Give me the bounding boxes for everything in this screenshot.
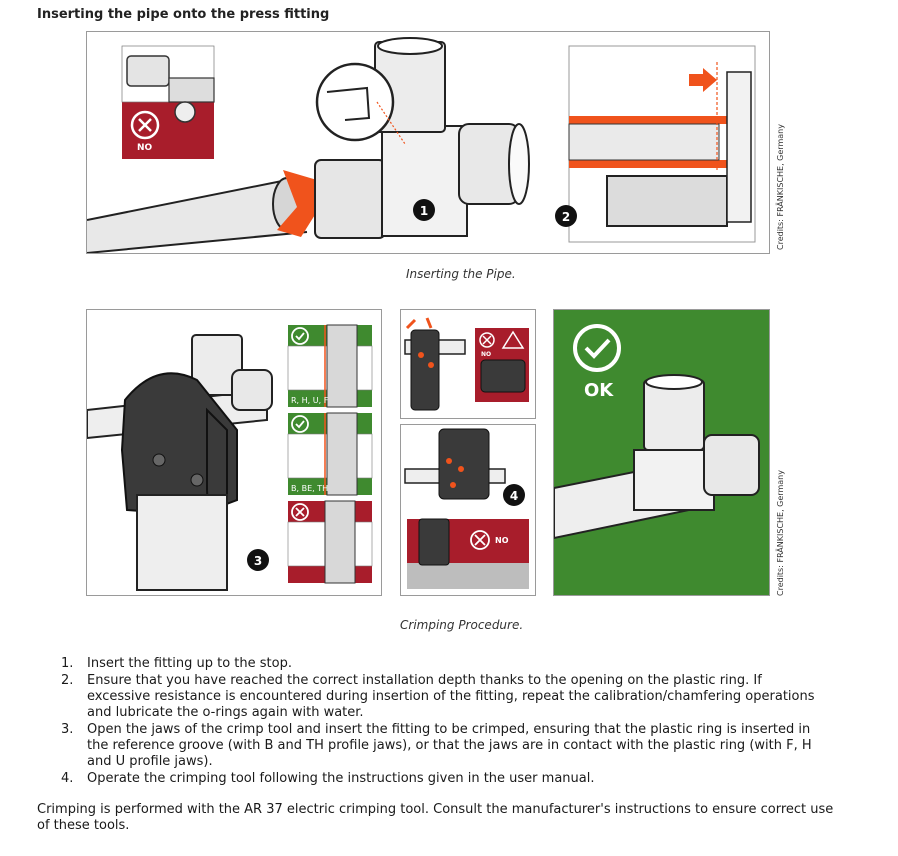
step-badge-1: 1	[420, 204, 428, 218]
cross-section-diagram	[568, 45, 756, 243]
crimp-tool-panel: 3 OK R, H, U, F OK B, BE, TH	[86, 309, 382, 596]
crimp-tool-illustration: 3 OK R, H, U, F OK B, BE, TH	[87, 324, 373, 591]
credits-figure1: Credits: FRÄNKISCHE, Germany	[776, 124, 785, 250]
figure1-caption: Inserting the Pipe.	[406, 267, 516, 281]
ok-result-panel: OK	[553, 309, 770, 596]
closing-paragraph: Crimping is performed with the AR 37 ele…	[37, 802, 834, 833]
ok-label: OK	[584, 380, 614, 401]
warning-icon	[501, 330, 525, 349]
jaw-closing-illustration: 4 NO	[404, 428, 529, 589]
ok-result-illustration	[554, 324, 760, 540]
section-heading: Inserting the pipe onto the press fittin…	[37, 7, 330, 22]
step-badge-3: 3	[254, 554, 262, 568]
jaw-profile-label-1: R, H, U, F	[291, 396, 329, 405]
tool-warning-illustration: NO	[404, 317, 529, 411]
no-label: NO	[137, 143, 153, 153]
tool-no-label: NO	[481, 351, 491, 358]
list-item: 3.Open the jaws of the crimp tool and in…	[61, 722, 812, 769]
check-icon	[573, 324, 621, 372]
figure2-caption: Crimping Procedure.	[400, 618, 524, 632]
list-item: 1.Insert the fitting up to the stop.	[61, 656, 292, 671]
jaw-closing-panel: 4 NO	[400, 424, 536, 596]
credits-figure2: Credits: FRÄNKISCHE, Germany	[776, 470, 785, 596]
steps-list: 1.Insert the fitting up to the stop. 2.E…	[37, 656, 827, 788]
jaw-profile-ok-1: OK R, H, U, F	[287, 324, 373, 408]
pipe-drawing	[87, 170, 323, 253]
step-badge-4: 4	[510, 489, 518, 503]
list-item: 2.Ensure that you have reached the corre…	[61, 673, 815, 720]
magnifier-detail	[315, 62, 406, 145]
list-item: 4.Operate the crimping tool following th…	[61, 771, 595, 786]
pipe-insertion-illustration: NO 1	[87, 37, 756, 253]
jaw-profile-ok-2: OK B, BE, TH	[287, 412, 373, 496]
insertion-arrow	[277, 170, 323, 237]
depth-arrow	[689, 68, 717, 92]
jaw-ok-label-1: OK	[293, 348, 302, 354]
pipe-insertion-figure: NO 1	[86, 31, 770, 254]
jaw-profile-no: NO	[287, 500, 373, 584]
jaw-ok-label-2: OK	[293, 436, 302, 442]
tool-warning-panel: NO	[400, 309, 536, 419]
lubricant-no-inset: NO	[121, 45, 215, 159]
closing-no-label: NO	[495, 536, 509, 545]
jaw-no-label: NO	[293, 524, 301, 530]
step-badge-2: 2	[562, 210, 570, 224]
jaw-profile-label-2: B, BE, TH	[291, 484, 328, 493]
